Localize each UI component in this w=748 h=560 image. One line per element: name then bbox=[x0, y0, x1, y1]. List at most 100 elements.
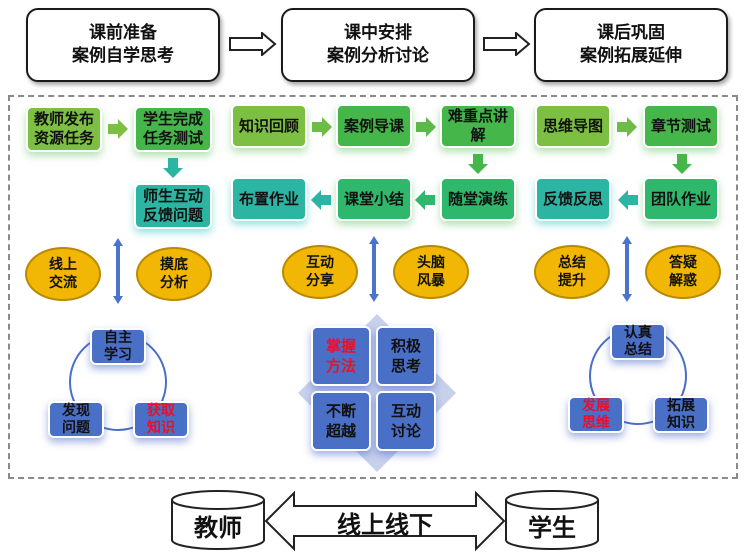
grid-label: 积极 bbox=[390, 337, 421, 355]
oval-online-exchange: 线上交流 bbox=[25, 247, 101, 301]
phase-title: 课中安排 bbox=[344, 23, 412, 43]
step-mind-map: 思维导图 bbox=[535, 104, 611, 148]
student-label: 学生 bbox=[528, 514, 576, 542]
node-label: 学习 bbox=[104, 346, 132, 363]
phase-subtitle: 案例自学思考 bbox=[72, 46, 174, 66]
grid-label: 超越 bbox=[325, 422, 356, 440]
activity-frame bbox=[8, 95, 738, 479]
double-arrow-vertical-icon bbox=[369, 236, 379, 302]
node-label: 总结 bbox=[624, 341, 652, 358]
step-teacher-publish: 教师发布 资源任务 bbox=[26, 106, 102, 152]
grid-keep-surpassing: 不断超越 bbox=[311, 391, 371, 451]
cycle-node-find-problem: 发现问题 bbox=[48, 401, 104, 438]
step-label: 随堂演练 bbox=[447, 189, 508, 208]
cycle-node-self-study: 自主学习 bbox=[90, 328, 146, 365]
teacher-label: 教师 bbox=[194, 514, 242, 542]
step-label: 布置作业 bbox=[238, 189, 299, 208]
oval-label: 互动 bbox=[306, 255, 334, 271]
arrow-right-icon bbox=[416, 117, 436, 137]
step-label: 反馈反思 bbox=[542, 189, 603, 208]
grid-label: 不断 bbox=[325, 402, 356, 420]
arrow-down-icon bbox=[163, 158, 183, 178]
step-class-summary: 课堂小结 bbox=[336, 177, 412, 221]
node-label: 获取 bbox=[147, 402, 175, 419]
step-feedback: 师生互动 反馈问题 bbox=[134, 183, 212, 229]
oval-baseline-analysis: 摸底分析 bbox=[136, 247, 212, 301]
step-label: 资源任务 bbox=[33, 129, 94, 147]
step-label: 章节测试 bbox=[650, 116, 711, 135]
phase-pre-class: 课前准备 案例自学思考 bbox=[26, 8, 220, 82]
arrow-right-icon bbox=[617, 117, 637, 137]
cycle-node-expand-knowledge: 拓展知识 bbox=[653, 396, 709, 433]
node-label: 发现 bbox=[62, 402, 90, 419]
oval-interactive-share: 互动分享 bbox=[282, 245, 358, 299]
oval-label: 分析 bbox=[160, 275, 188, 291]
arrow-down-icon bbox=[468, 154, 488, 174]
phase-title: 课前准备 bbox=[89, 23, 157, 43]
grid-label: 方法 bbox=[325, 357, 356, 375]
grid-master-method: 掌握方法 bbox=[311, 326, 371, 386]
oval-label: 线上 bbox=[49, 257, 77, 273]
arrow-left-icon bbox=[618, 190, 638, 210]
phase-in-class: 课中安排 案例分析讨论 bbox=[281, 8, 475, 82]
step-label: 思维导图 bbox=[542, 116, 603, 135]
phase-arrow-icon bbox=[483, 32, 531, 56]
oval-label: 总结 bbox=[558, 255, 586, 271]
oval-label: 摸底 bbox=[160, 257, 188, 273]
step-knowledge-review: 知识回顾 bbox=[231, 104, 307, 148]
step-label: 团队作业 bbox=[650, 189, 711, 208]
step-feedback-reflection: 反馈反思 bbox=[535, 177, 611, 221]
oval-label: 头脑 bbox=[417, 255, 445, 271]
phase-title: 课后巩固 bbox=[597, 23, 665, 43]
online-offline-label: 线上线下 bbox=[337, 511, 433, 539]
grid-label: 思考 bbox=[390, 357, 421, 375]
oval-answer-questions: 答疑解惑 bbox=[645, 245, 721, 299]
node-label: 自主 bbox=[104, 329, 132, 346]
step-label: 反馈问题 bbox=[142, 206, 203, 224]
arrow-left-icon bbox=[311, 190, 331, 210]
step-label: 教师发布 bbox=[33, 110, 94, 128]
step-label: 师生互动 bbox=[142, 187, 203, 205]
node-label: 知识 bbox=[147, 419, 175, 436]
step-student-complete: 学生完成 任务测试 bbox=[134, 106, 212, 152]
cycle-node-careful-summary: 认真总结 bbox=[610, 323, 666, 360]
oval-label: 交流 bbox=[49, 275, 77, 291]
step-chapter-test: 章节测试 bbox=[643, 104, 719, 148]
grid-label: 掌握 bbox=[325, 337, 356, 355]
step-label: 课堂小结 bbox=[343, 189, 404, 208]
step-practice: 随堂演练 bbox=[440, 177, 516, 221]
step-label: 学生完成 bbox=[142, 110, 203, 128]
arrow-right-icon bbox=[312, 117, 332, 137]
oval-brainstorm: 头脑风暴 bbox=[393, 245, 469, 299]
step-case-intro: 案例导课 bbox=[336, 104, 412, 148]
node-label: 知识 bbox=[667, 414, 695, 431]
phase-arrow-icon bbox=[229, 32, 277, 56]
oval-label: 解惑 bbox=[669, 273, 697, 289]
arrow-right-icon bbox=[108, 119, 128, 139]
step-label: 任务测试 bbox=[142, 129, 203, 147]
step-team-homework: 团队作业 bbox=[643, 177, 719, 221]
node-label: 问题 bbox=[62, 419, 90, 436]
node-label: 思维 bbox=[582, 414, 610, 431]
step-key-points: 难重点讲 解 bbox=[440, 104, 516, 148]
node-label: 拓展 bbox=[667, 397, 695, 414]
step-label: 难重点讲 bbox=[447, 107, 508, 125]
grid-interactive-discussion: 互动讨论 bbox=[376, 391, 436, 451]
step-label: 解 bbox=[470, 126, 486, 144]
oval-label: 分享 bbox=[306, 273, 334, 289]
node-label: 认真 bbox=[624, 324, 652, 341]
double-arrow-vertical-icon bbox=[113, 238, 123, 304]
phase-subtitle: 案例拓展延伸 bbox=[580, 46, 682, 66]
oval-label: 风暴 bbox=[417, 273, 445, 289]
cycle-node-develop-thinking: 发展思维 bbox=[568, 396, 624, 433]
oval-label: 提升 bbox=[558, 273, 586, 289]
grid-active-thinking: 积极思考 bbox=[376, 326, 436, 386]
step-label: 知识回顾 bbox=[238, 116, 299, 135]
phase-post-class: 课后巩固 案例拓展延伸 bbox=[534, 8, 728, 82]
cycle-node-gain-knowledge: 获取知识 bbox=[133, 401, 189, 438]
arrow-down-icon bbox=[672, 154, 692, 174]
arrow-left-icon bbox=[415, 190, 435, 210]
node-label: 发展 bbox=[582, 397, 610, 414]
double-arrow-vertical-icon bbox=[622, 236, 632, 302]
oval-summarize-improve: 总结提升 bbox=[534, 245, 610, 299]
